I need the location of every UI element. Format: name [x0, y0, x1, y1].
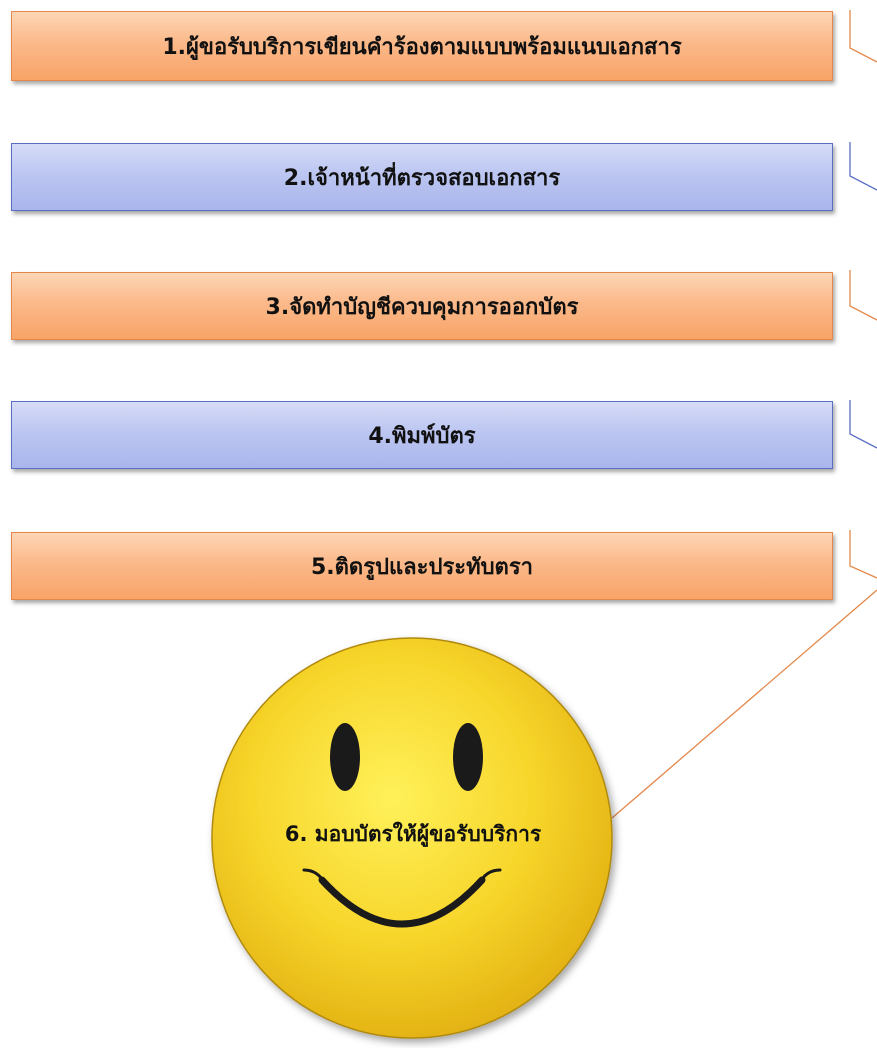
smiley-left-cheek	[302, 868, 327, 886]
smiley-left-eye	[330, 723, 360, 791]
smiley-face-circle	[211, 637, 613, 1039]
step-4-box: 4.พิมพ์บัตร	[11, 401, 833, 469]
smiley-right-cheek	[477, 868, 502, 886]
step-4-label: 4.พิมพ์บัตร	[368, 423, 476, 449]
step-6-label: 6. มอบบัตรให้ผู้ขอรับบริการ	[284, 822, 542, 846]
step-1-box: 1.ผู้ขอรับบริการเขียนคำร้องตามแบบพร้อมแน…	[11, 11, 833, 81]
step-5-label: 5.ติดรูปและประทับตรา	[310, 554, 534, 580]
step-1-label: 1.ผู้ขอรับบริการเขียนคำร้องตามแบบพร้อมแน…	[162, 34, 682, 60]
step-2-box: 2.เจ้าหน้าที่ตรวจสอบเอกสาร	[11, 143, 833, 211]
smiley-right-eye	[453, 723, 483, 791]
step-5-box: 5.ติดรูปและประทับตรา	[11, 532, 833, 600]
step-2-label: 2.เจ้าหน้าที่ตรวจสอบเอกสาร	[283, 165, 561, 191]
step-3-box: 3.จัดทำบัญชีควบคุมการออกบัตร	[11, 272, 833, 340]
step-3-label: 3.จัดทำบัญชีควบคุมการออกบัตร	[265, 294, 579, 320]
smiley-mouth	[318, 876, 486, 928]
